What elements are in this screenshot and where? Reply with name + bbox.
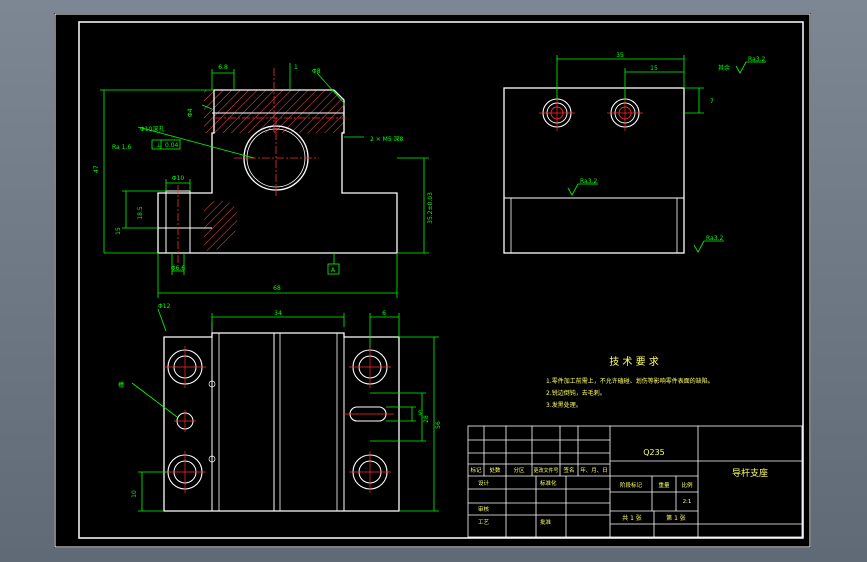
dim-bottom-d: Φ6.6 — [171, 265, 185, 272]
side-dim-w1: 35 — [616, 52, 624, 59]
side-ra-mid: Ra3.2 — [580, 178, 597, 185]
dim-chamfer-note: 2 × M5 深8 — [370, 135, 404, 143]
dim-width-total: 68 — [273, 285, 281, 292]
tb-sheet-number: 第 1 张 — [666, 514, 686, 522]
cad-drawing: 6.8 1 Φ8 Φ4 2 × M5 深8 Φ10深孔 Ra 1.6 ⊥ 0.0… — [54, 13, 811, 548]
top-hole-bl — [164, 451, 206, 493]
tb-header-doc: 更改文件号 — [533, 467, 558, 474]
fcf-symbol: ⊥ — [156, 142, 161, 149]
tb-header-date: 年、月、日 — [580, 466, 608, 474]
top-dim-width: 34 — [274, 310, 282, 317]
tb-sheets-total: 共 1 张 — [622, 514, 642, 522]
top-dim-right-h: 56 — [435, 421, 442, 429]
technical-notes: 技 术 要 求 1.零件加工前需上，不允许磕碰、划伤等影响零件表面的缺陷。 2.… — [546, 355, 714, 409]
side-hole-right — [607, 95, 643, 131]
tb-review: 审核 — [478, 505, 490, 513]
notes-title: 技 术 要 求 — [609, 355, 659, 368]
front-bottom-hatch — [204, 200, 238, 251]
front-view: 6.8 1 Φ8 Φ4 2 × M5 深8 Φ10深孔 Ra 1.6 ⊥ 0.0… — [93, 63, 434, 298]
top-hole-tr — [349, 346, 391, 388]
top-hole-tl — [164, 346, 206, 388]
side-hole-left — [539, 95, 575, 131]
notes-item-1: 1.零件加工前需上，不允许磕碰、划伤等影响零件表面的缺陷。 — [546, 377, 714, 385]
dim-height-total: 47 — [93, 165, 100, 173]
top-dim-right-h3: 28 — [423, 415, 430, 423]
tb-standard: 标准化 — [540, 479, 557, 487]
side-dim-right-h: 7 — [710, 98, 714, 105]
dim-hole-d: Φ10深孔 — [140, 125, 164, 133]
outer-border — [54, 13, 811, 548]
datum-box — [327, 263, 340, 275]
tb-header-mark: 标记 — [470, 466, 482, 474]
top-hole-br — [349, 451, 391, 493]
tb-scale: 比例 — [681, 481, 693, 489]
side-outline — [503, 87, 685, 254]
top-view: Φ12 34 6 56 5 28 槽 10 — [118, 303, 442, 512]
tb-part-name: 导杆支座 — [732, 467, 768, 479]
dim-cb-depth: 18.5 — [137, 206, 144, 220]
tb-header-count: 处数 — [489, 466, 501, 474]
dim-spot-face: Φ8 — [312, 68, 321, 75]
notes-item-3: 3.发黑处理。 — [546, 401, 582, 409]
top-slot-label: 槽 — [118, 381, 124, 389]
inner-border — [78, 21, 804, 539]
side-other-label: 其余 — [718, 64, 730, 72]
side-dim-w2: 15 — [650, 65, 658, 72]
datum-label: A — [331, 267, 336, 274]
drawing-sheet: 6.8 1 Φ8 Φ4 2 × M5 深8 Φ10深孔 Ra 1.6 ⊥ 0.0… — [54, 13, 811, 548]
side-ra-top: Ra3.2 — [748, 56, 765, 63]
top-dim-bottom-left: 10 — [131, 490, 138, 498]
title-block: Q235 导杆支座 标记 处数 分区 更改文件号 签名 年、月、日 设计 标准化… — [467, 425, 803, 538]
tb-material: Q235 — [643, 448, 665, 457]
tb-design: 设计 — [478, 479, 490, 487]
side-ra-bottom: Ra3.2 — [706, 235, 723, 242]
top-dim-right-top: 6 — [382, 310, 386, 317]
top-dim-right-h2: 5 — [418, 410, 422, 417]
top-dim-left-corner: Φ12 — [158, 303, 171, 310]
fcf-box — [151, 139, 181, 150]
tb-process: 工艺 — [478, 519, 490, 526]
tb-approve: 批准 — [540, 518, 552, 526]
dim-lower-h: 15 — [115, 227, 122, 235]
tb-stage: 阶段标记 — [620, 481, 643, 489]
dim-cb-d: Φ10 — [172, 175, 185, 182]
dim-top-tick: 1 — [294, 64, 298, 71]
dim-flat-note: Ra 1.6 — [112, 144, 131, 151]
top-outline — [163, 332, 400, 512]
dim-height-right: 35.2±0.03 — [427, 192, 434, 224]
tb-header-zone: 分区 — [513, 466, 525, 474]
tb-scale-value: 2:1 — [683, 499, 692, 505]
side-view: 35 15 7 其余 Ra3.2 Ra3.2 Ra3.2 — [503, 52, 766, 254]
notes-item-2: 2.锐边倒钝，去毛刺。 — [546, 389, 606, 397]
tb-header-sign: 签名 — [563, 466, 574, 474]
fcf-tolerance: 0.04 — [165, 142, 179, 149]
dim-top-width: 6.8 — [218, 64, 228, 71]
dim-thread: Φ4 — [187, 108, 194, 117]
top-small-hole — [174, 410, 196, 432]
tb-weight: 重量 — [658, 481, 670, 489]
